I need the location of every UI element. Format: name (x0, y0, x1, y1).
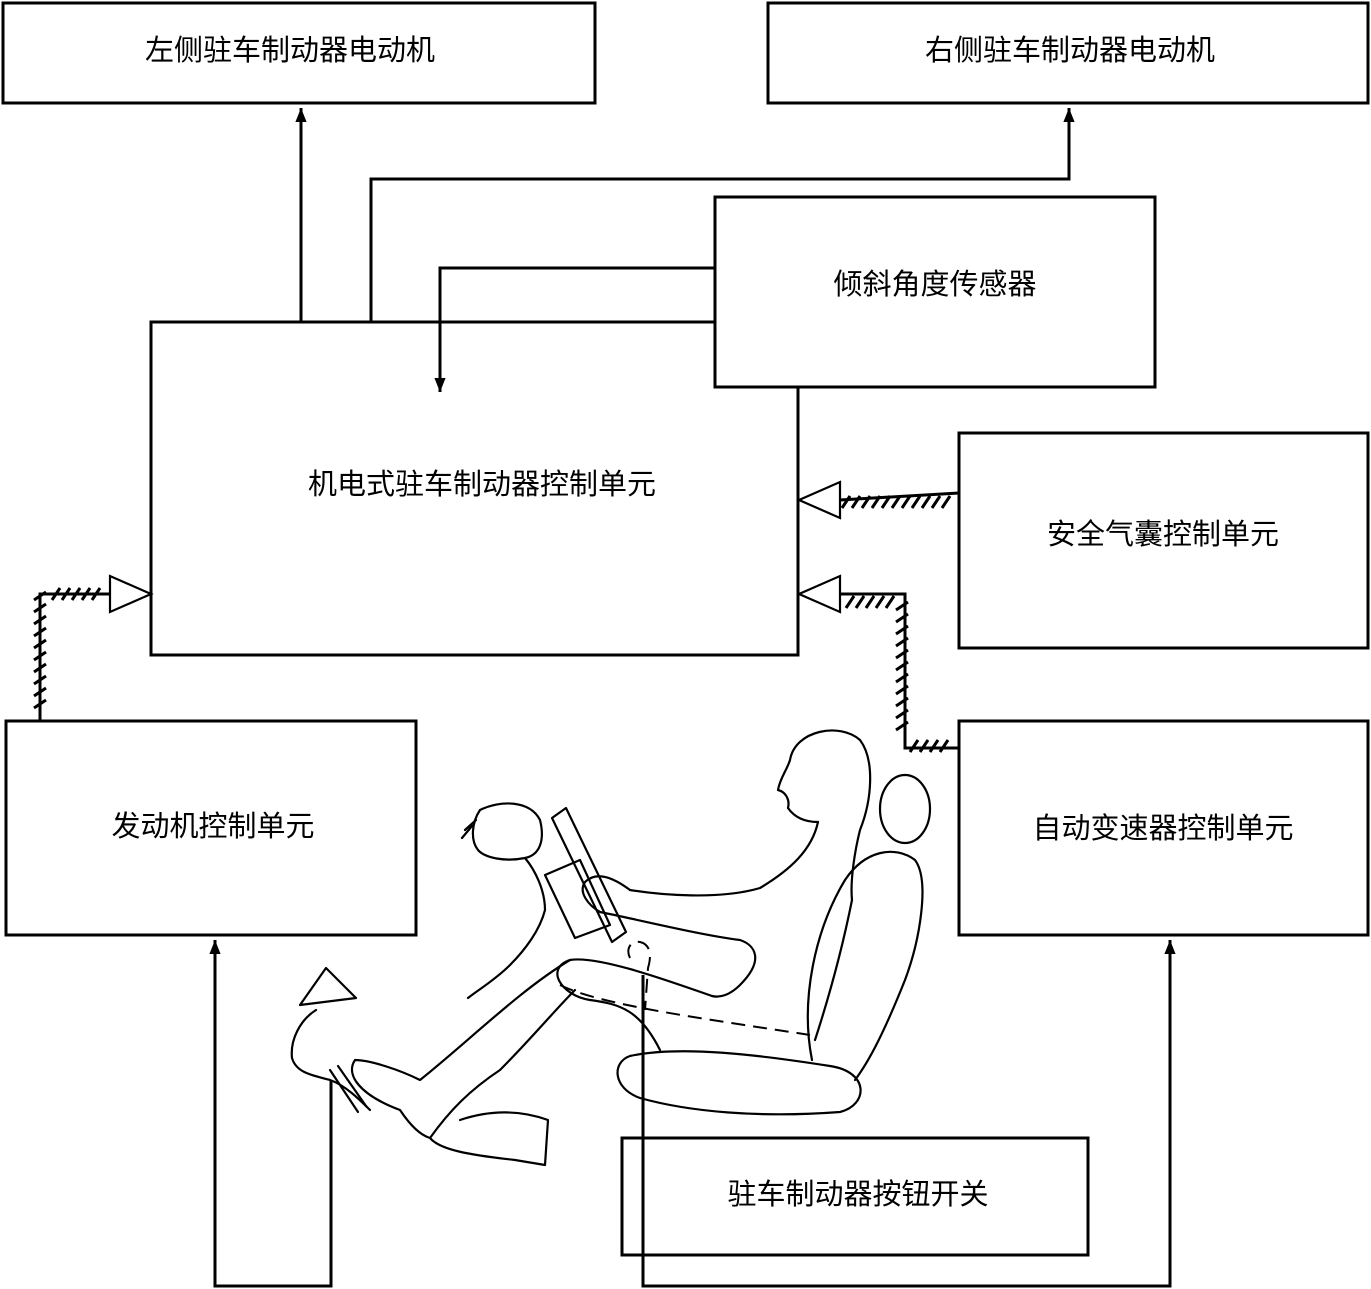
driver-head (776, 729, 872, 902)
parking-lever-dashed (627, 940, 651, 1011)
tilt-sensor-box: 倾斜角度传感器 (713, 195, 1157, 389)
tilt-sensor-label: 倾斜角度传感器 (833, 267, 1036, 301)
epb-ecu-label: 机电式驻车制动器控制单元 (308, 467, 656, 501)
transmission-ecu-label: 自动变速器控制单元 (1032, 811, 1293, 845)
transmission-ecu-box: 自动变速器控制单元 (957, 719, 1370, 937)
passenger-body (466, 856, 547, 1000)
dashboard-panel (543, 858, 612, 940)
tilt-sensor-to-epb-arrow (434, 266, 715, 392)
driver-torso (628, 820, 854, 1042)
transmission-can-bus (796, 574, 959, 753)
accelerator-pedal (290, 966, 372, 1112)
epb-to-right-motor-arrow (369, 108, 1075, 322)
steering-wheel (550, 806, 628, 944)
right-motor-label: 右侧驻车制动器电动机 (925, 33, 1215, 67)
driver-foot (428, 1111, 550, 1167)
driver-thigh (556, 958, 714, 1052)
pedal-to-engine-ecu-arrow (209, 940, 333, 1288)
airbag-ecu-box: 安全气囊控制单元 (957, 431, 1370, 650)
driver-arm (581, 875, 757, 998)
switch-box: 驻车制动器按钮开关 (620, 1136, 1090, 1257)
engine-ecu-box: 发动机控制单元 (4, 719, 418, 937)
seat-back (806, 850, 924, 1082)
left-motor-box: 左侧驻车制动器电动机 (1, 1, 597, 105)
passenger-head (460, 802, 543, 861)
left-motor-label: 左侧驻车制动器电动机 (145, 33, 435, 67)
dashed-leg-outline (559, 984, 811, 1036)
epb-ecu-box: 机电式驻车制动器控制单元 (149, 320, 800, 657)
engine-can-bus (33, 574, 154, 721)
driver-illustration (290, 729, 932, 1167)
headrest (878, 773, 932, 845)
airbag-can-bus (796, 480, 960, 520)
seat-cushion (616, 1050, 862, 1116)
driver-leg (350, 958, 577, 1140)
right-motor-box: 右侧驻车制动器电动机 (766, 1, 1370, 105)
pedal-lever (328, 1064, 368, 1114)
switch-label: 驻车制动器按钮开关 (727, 1177, 988, 1211)
engine-ecu-label: 发动机控制单元 (111, 809, 314, 843)
switch-to-transmission-ecu-arrow (641, 940, 1176, 1288)
airbag-ecu-label: 安全气囊控制单元 (1047, 517, 1279, 551)
